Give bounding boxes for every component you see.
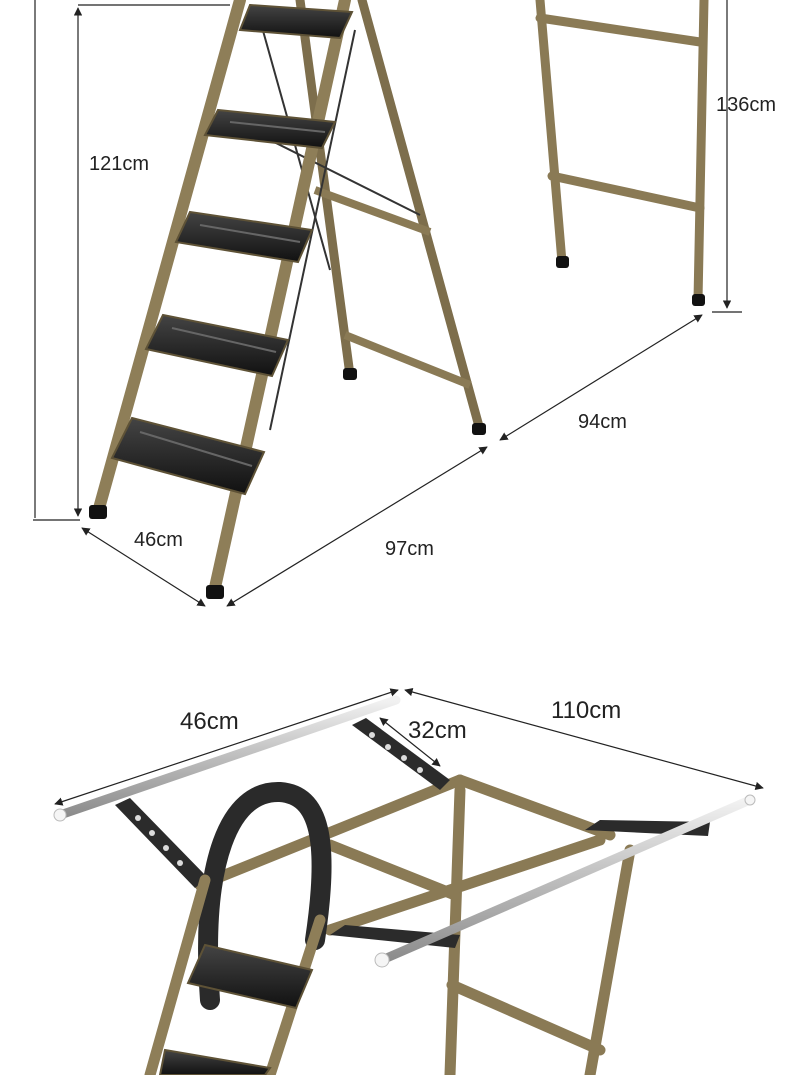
arm-32-label: 32cm (408, 717, 467, 744)
width-97-label: 97cm (385, 538, 434, 560)
rod-46-label: 46cm (180, 708, 239, 735)
height-121-label: 121cm (89, 153, 150, 175)
top-dimension-lines (33, 0, 742, 607)
rear-frame-illustration (535, 0, 709, 306)
width-94-label: 94cm (578, 411, 627, 433)
depth-46-label: 46cm (134, 529, 183, 551)
bottom-dimension-lines (54, 687, 764, 806)
height-136-label: 136cm (716, 94, 777, 116)
stepladder-illustration (89, 0, 486, 599)
drying-rack-illustration (53, 695, 756, 1075)
rod-110-label: 110cm (551, 697, 622, 724)
